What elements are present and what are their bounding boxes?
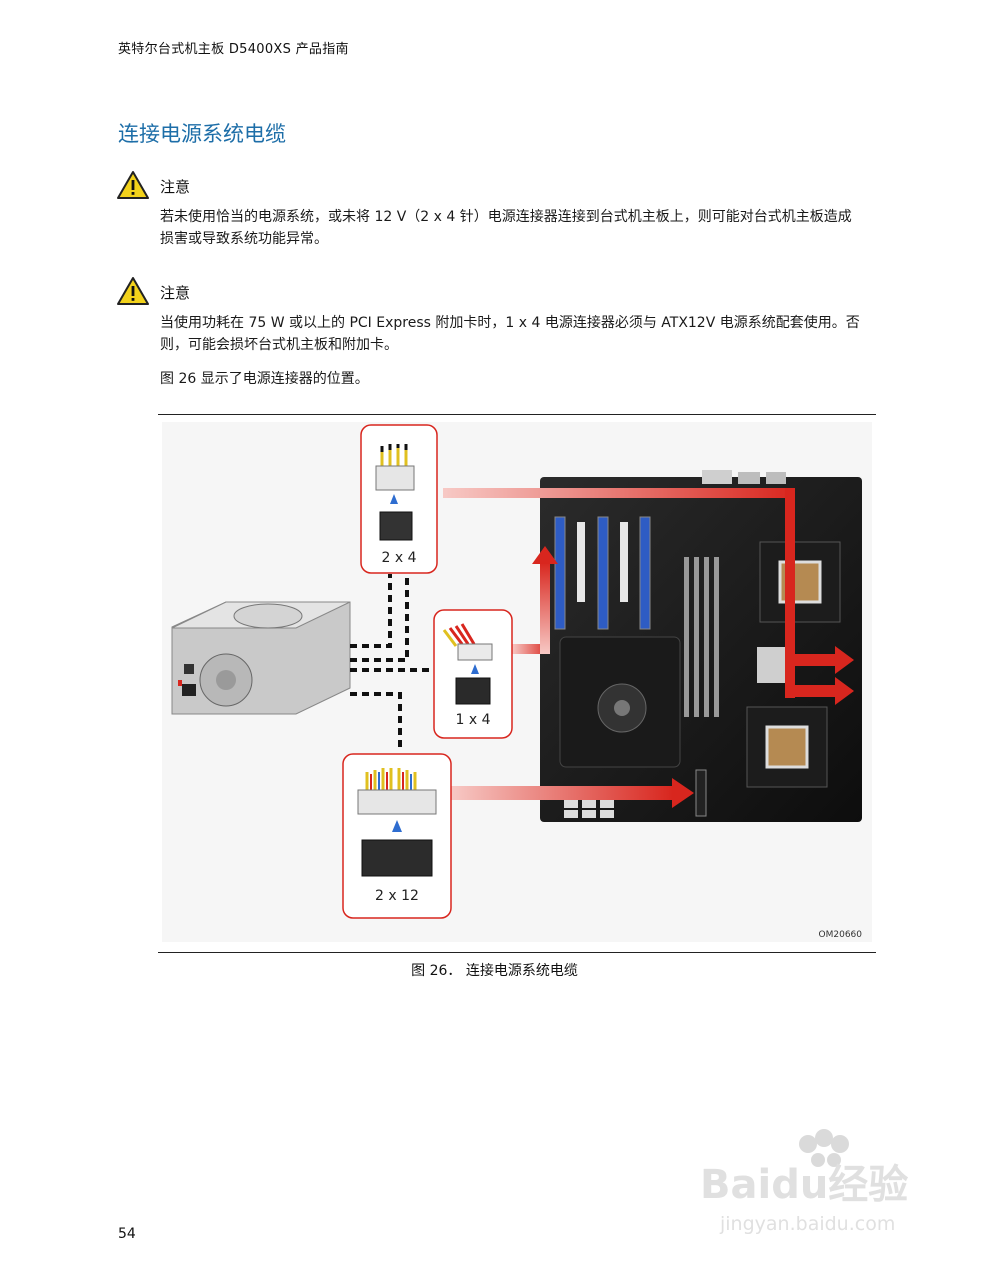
caution-text: 若未使用恰当的电源系统，或未将 12 V（2 x 4 针）电源连接器连接到台式机… xyxy=(160,209,852,247)
motherboard xyxy=(540,470,862,822)
power-supply-unit xyxy=(171,601,351,715)
arrow-2x4 xyxy=(443,488,854,705)
caution-label: 注意 xyxy=(160,178,191,196)
connector-label-2x12: 2 x 12 xyxy=(375,888,419,904)
connector-label-2x4: 2 x 4 xyxy=(382,550,417,566)
page-number: 54 xyxy=(118,1226,136,1242)
callout-1x4: 1 x 4 xyxy=(433,609,513,739)
running-header: 英特尔台式机主板 D5400XS 产品指南 xyxy=(118,42,349,57)
power-connector-figure: 2 x 4 1 x 4 2 x 12 OM20660 xyxy=(162,422,872,942)
cable-lines xyxy=(350,574,432,752)
callout-2x4: 2 x 4 xyxy=(360,424,438,574)
warning-triangle-icon xyxy=(117,277,149,305)
section-title: 连接电源系统电缆 xyxy=(118,122,286,146)
watermark-url: jingyan.baidu.com xyxy=(719,1213,895,1235)
intro-paragraph: 图 26 显示了电源连接器的位置。 xyxy=(160,371,369,387)
baidu-watermark-logo: Baidu经验 jingyan.baidu.com xyxy=(700,1129,908,1235)
figure-bottom-rule xyxy=(158,952,876,953)
connector-label-1x4: 1 x 4 xyxy=(456,712,491,728)
watermark-brand: Baidu经验 xyxy=(700,1162,908,1208)
callout-2x12: 2 x 12 xyxy=(342,753,452,919)
figure-top-rule xyxy=(158,414,876,415)
figure-code: OM20660 xyxy=(819,930,863,940)
caution-label: 注意 xyxy=(160,284,191,302)
caution-block-2: 注意 当使用功耗在 75 W 或以上的 PCI Express 附加卡时，1 x… xyxy=(116,276,876,366)
warning-triangle-icon xyxy=(117,171,149,199)
arrow-1x4 xyxy=(512,546,558,654)
caution-block-1: 注意 若未使用恰当的电源系统，或未将 12 V（2 x 4 针）电源连接器连接到… xyxy=(116,170,876,260)
arrow-2x12 xyxy=(451,778,694,808)
figure-caption: 图 26． 连接电源系统电缆 xyxy=(411,963,578,979)
caution-text: 当使用功耗在 75 W 或以上的 PCI Express 附加卡时，1 x 4 … xyxy=(160,315,860,353)
